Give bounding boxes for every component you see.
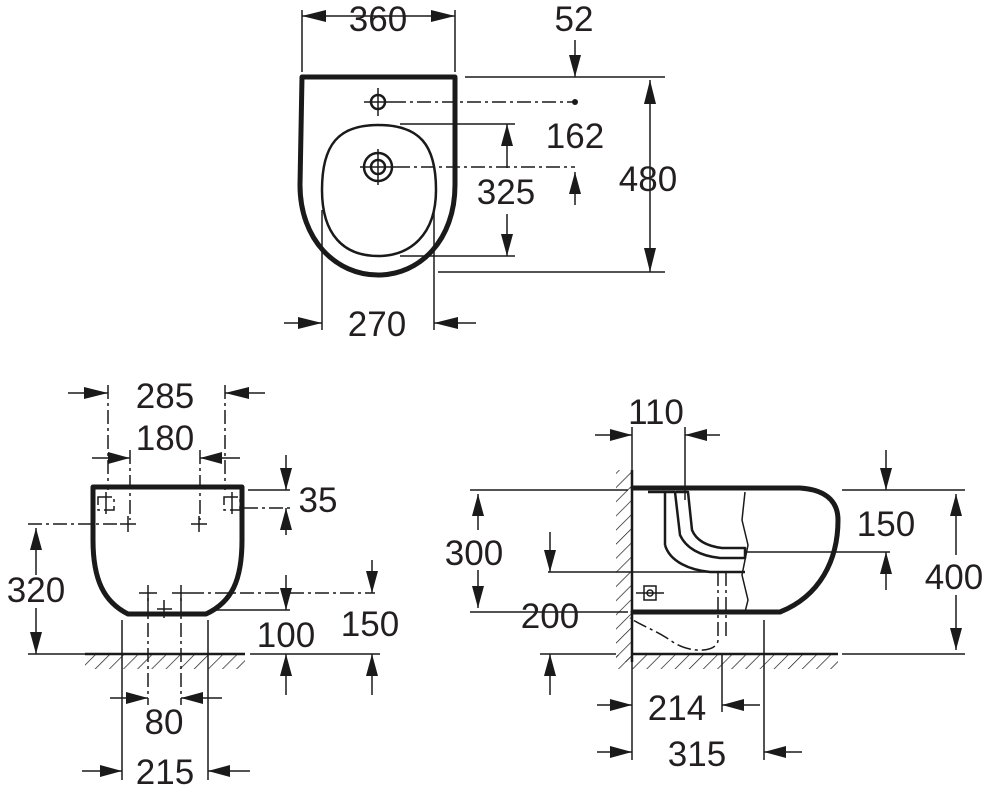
dim-wall-offset: 110 [628, 393, 684, 432]
waste-trap-icon [629, 572, 727, 651]
drain-icon [360, 149, 396, 185]
drain-cross-icon [139, 585, 190, 618]
fixing-point-icon [97, 492, 241, 514]
top-view-outline [297, 74, 458, 278]
dim-base-width: 215 [136, 753, 194, 787]
side-floor-hatch [616, 655, 838, 669]
dim-drain-spacing: 80 [145, 703, 184, 742]
side-view: 110 300 200 150 400 [445, 393, 983, 774]
dim-tap-to-drain: 162 [546, 117, 604, 156]
dim-waste-projection: 214 [648, 689, 706, 728]
dim-fixing-height: 320 [7, 571, 65, 610]
dim-bottom-to-drain: 100 [257, 616, 315, 655]
dim-outer-width: 285 [136, 377, 194, 416]
top-view: 360 52 480 162 325 270 [284, 0, 677, 344]
dim-projection: 315 [668, 735, 726, 774]
dim-pan-height: 150 [857, 505, 915, 544]
dim-waste-height: 200 [521, 597, 579, 636]
front-view: 285 180 35 320 150 [7, 377, 399, 787]
valve-icon [636, 585, 664, 601]
side-view-outline [630, 485, 841, 615]
front-floor-hatch [85, 655, 245, 669]
dim-drain-height: 150 [341, 605, 399, 644]
dim-overall-depth: 480 [619, 160, 677, 199]
wall-hatch [616, 470, 632, 662]
side-view-pan [648, 490, 747, 560]
fixing-cross-icon [120, 516, 207, 532]
dim-top-to-fixing: 35 [299, 481, 338, 520]
dim-basin-depth: 325 [477, 173, 535, 212]
tap-hole-icon [364, 88, 392, 116]
dim-fixing-width: 180 [136, 419, 194, 458]
dim-tap-offset: 52 [555, 0, 594, 39]
top-view-basin [320, 123, 438, 258]
dim-fixing-height-side: 300 [445, 534, 503, 573]
dim-overall-width: 360 [349, 0, 407, 39]
dim-basin-width: 270 [348, 305, 406, 344]
front-view-outline [90, 484, 245, 617]
section-cut-line [741, 491, 749, 613]
dim-overall-height: 400 [925, 558, 983, 597]
